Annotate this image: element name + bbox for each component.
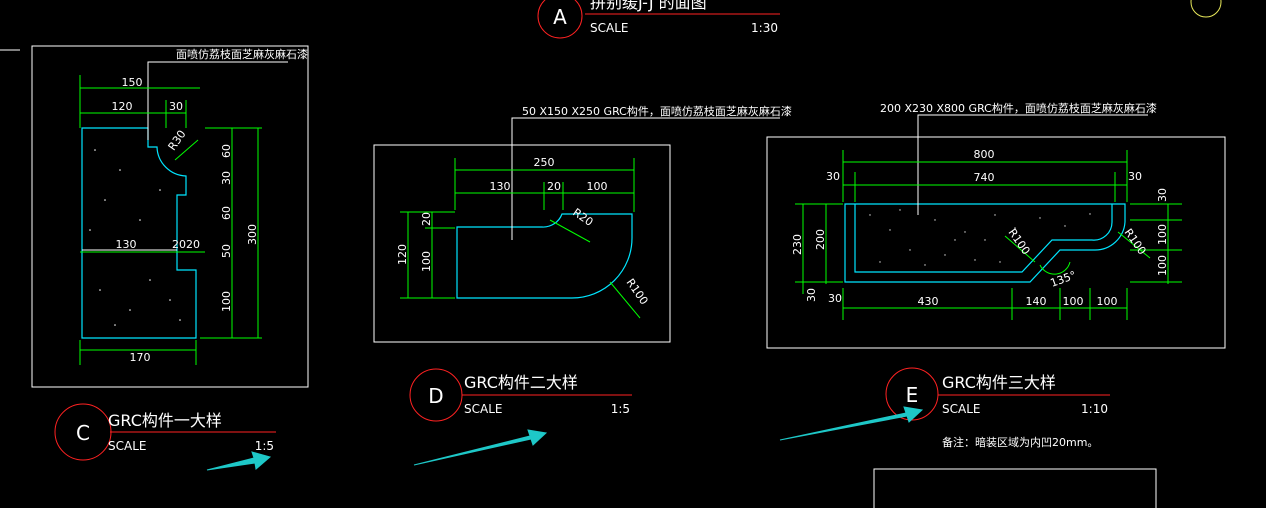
panel-e-hatch <box>869 209 1091 266</box>
panel-e-outer-profile <box>844 203 1126 283</box>
dim-d-20: 20 <box>547 180 561 193</box>
panel-e: 200 X230 X800 GRC构件，面喷仿荔枝面芝麻灰麻石漆 800 740… <box>766 101 1226 508</box>
dim-d-100b: 100 <box>420 251 433 272</box>
panel-c-leader <box>147 61 288 140</box>
dim-e-100a: 100 <box>1156 224 1169 245</box>
panel-c-frame <box>31 45 309 388</box>
panel-d-leader <box>511 117 780 240</box>
scale-value-d: 1:5 <box>611 402 630 416</box>
dim-e-r100a: R100 <box>1006 226 1033 257</box>
title-a-text: 拼别缓J-J 的面图 <box>590 0 707 12</box>
panel-c-hatch <box>89 149 181 326</box>
dim-c-30: 30 <box>169 100 183 113</box>
panel-e-frame <box>766 136 1226 349</box>
dim-e-200: 200 <box>814 229 827 250</box>
title-block-a: A 拼别缓J-J 的面图 SCALE 1:30 <box>537 0 1222 39</box>
dim-e-100d: 100 <box>1097 295 1118 308</box>
panel-d-title: GRC构件二大样 <box>464 373 578 392</box>
dim-e-30a: 30 <box>826 170 840 183</box>
dim-c-300: 300 <box>246 224 259 245</box>
scale-label-a: SCALE <box>590 21 628 35</box>
dim-e-800: 800 <box>974 148 995 161</box>
section-marker-c-label: C <box>76 421 90 445</box>
panel-c: 面喷仿荔枝面芝麻灰麻石漆 150 120 30 R30 60 30 60 50 … <box>31 45 309 471</box>
section-marker-d-label: D <box>428 384 443 408</box>
dim-e-r100b: R100 <box>1122 226 1149 257</box>
dim-e-140: 140 <box>1026 295 1047 308</box>
annotation-arrow-c <box>206 451 272 471</box>
dim-c-170: 170 <box>130 351 151 364</box>
panel-f-frame-partial <box>873 468 1157 508</box>
dim-c-100: 100 <box>220 291 233 312</box>
dim-c-50: 50 <box>220 244 233 258</box>
scale-label-e: SCALE <box>942 402 980 416</box>
dim-c-60b: 60 <box>220 206 233 220</box>
scale-value-c: 1:5 <box>255 439 274 453</box>
panel-d-callout: 50 X150 X250 GRC构件，面喷仿荔枝面芝麻灰麻石漆 <box>522 104 792 118</box>
section-marker-a <box>537 0 583 39</box>
annotation-arrow-e <box>779 406 924 441</box>
dim-d-r20: R20 <box>570 206 595 229</box>
dim-e-230: 230 <box>791 234 804 255</box>
scale-label-c: SCALE <box>108 439 146 453</box>
dim-d-20b: 20 <box>420 212 433 226</box>
dim-e-100b: 100 <box>1156 255 1169 276</box>
panel-c-title: GRC构件一大样 <box>108 411 222 430</box>
section-marker-partial <box>1190 0 1222 18</box>
panel-e-title: GRC构件三大样 <box>942 373 1056 392</box>
dim-d-250: 250 <box>534 156 555 169</box>
section-marker-e <box>885 367 939 421</box>
dim-c-120: 120 <box>112 100 133 113</box>
panel-c-profile <box>81 127 197 339</box>
scale-value-e: 1:10 <box>1081 402 1108 416</box>
dim-e-30b: 30 <box>1128 170 1142 183</box>
annotation-arrow-d <box>413 429 548 466</box>
panel-e-note: 备注：暗装区域为内凹20mm。 <box>942 435 1098 449</box>
dim-e-30c: 30 <box>1156 188 1169 202</box>
dim-d-100: 100 <box>587 180 608 193</box>
dim-c-2020: 2020 <box>172 238 200 251</box>
dim-d-120: 120 <box>396 244 409 265</box>
panel-e-inner-profile <box>854 204 1113 273</box>
panel-c-callout: 面喷仿荔枝面芝麻灰麻石漆 <box>176 47 308 61</box>
dim-c-r30: R30 <box>166 128 189 153</box>
dim-e-135: 135° <box>1049 269 1078 290</box>
dim-d-130: 130 <box>490 180 511 193</box>
dim-c-130: 130 <box>116 238 137 251</box>
section-marker-e-label: E <box>906 383 919 407</box>
dim-e-100c: 100 <box>1063 295 1084 308</box>
panel-d: 50 X150 X250 GRC构件，面喷仿荔枝面芝麻灰麻石漆 250 130 … <box>373 104 792 466</box>
dim-e-30e: 30 <box>828 292 842 305</box>
dim-e-angle-arc <box>1039 261 1071 275</box>
panel-e-leader <box>917 114 1148 215</box>
dim-e-30d: 30 <box>805 288 818 302</box>
panel-d-profile <box>456 213 633 299</box>
dim-e-740: 740 <box>974 171 995 184</box>
scale-value-a: 1:30 <box>751 21 778 35</box>
scale-label-d: SCALE <box>464 402 502 416</box>
dim-c-60a: 60 <box>220 144 233 158</box>
panel-e-callout: 200 X230 X800 GRC构件，面喷仿荔枝面芝麻灰麻石漆 <box>880 101 1157 115</box>
section-marker-a-label: A <box>553 5 567 29</box>
dim-e-430: 430 <box>918 295 939 308</box>
panel-d-frame <box>373 144 671 343</box>
dim-c-30b: 30 <box>220 171 233 185</box>
dim-c-150: 150 <box>122 76 143 89</box>
